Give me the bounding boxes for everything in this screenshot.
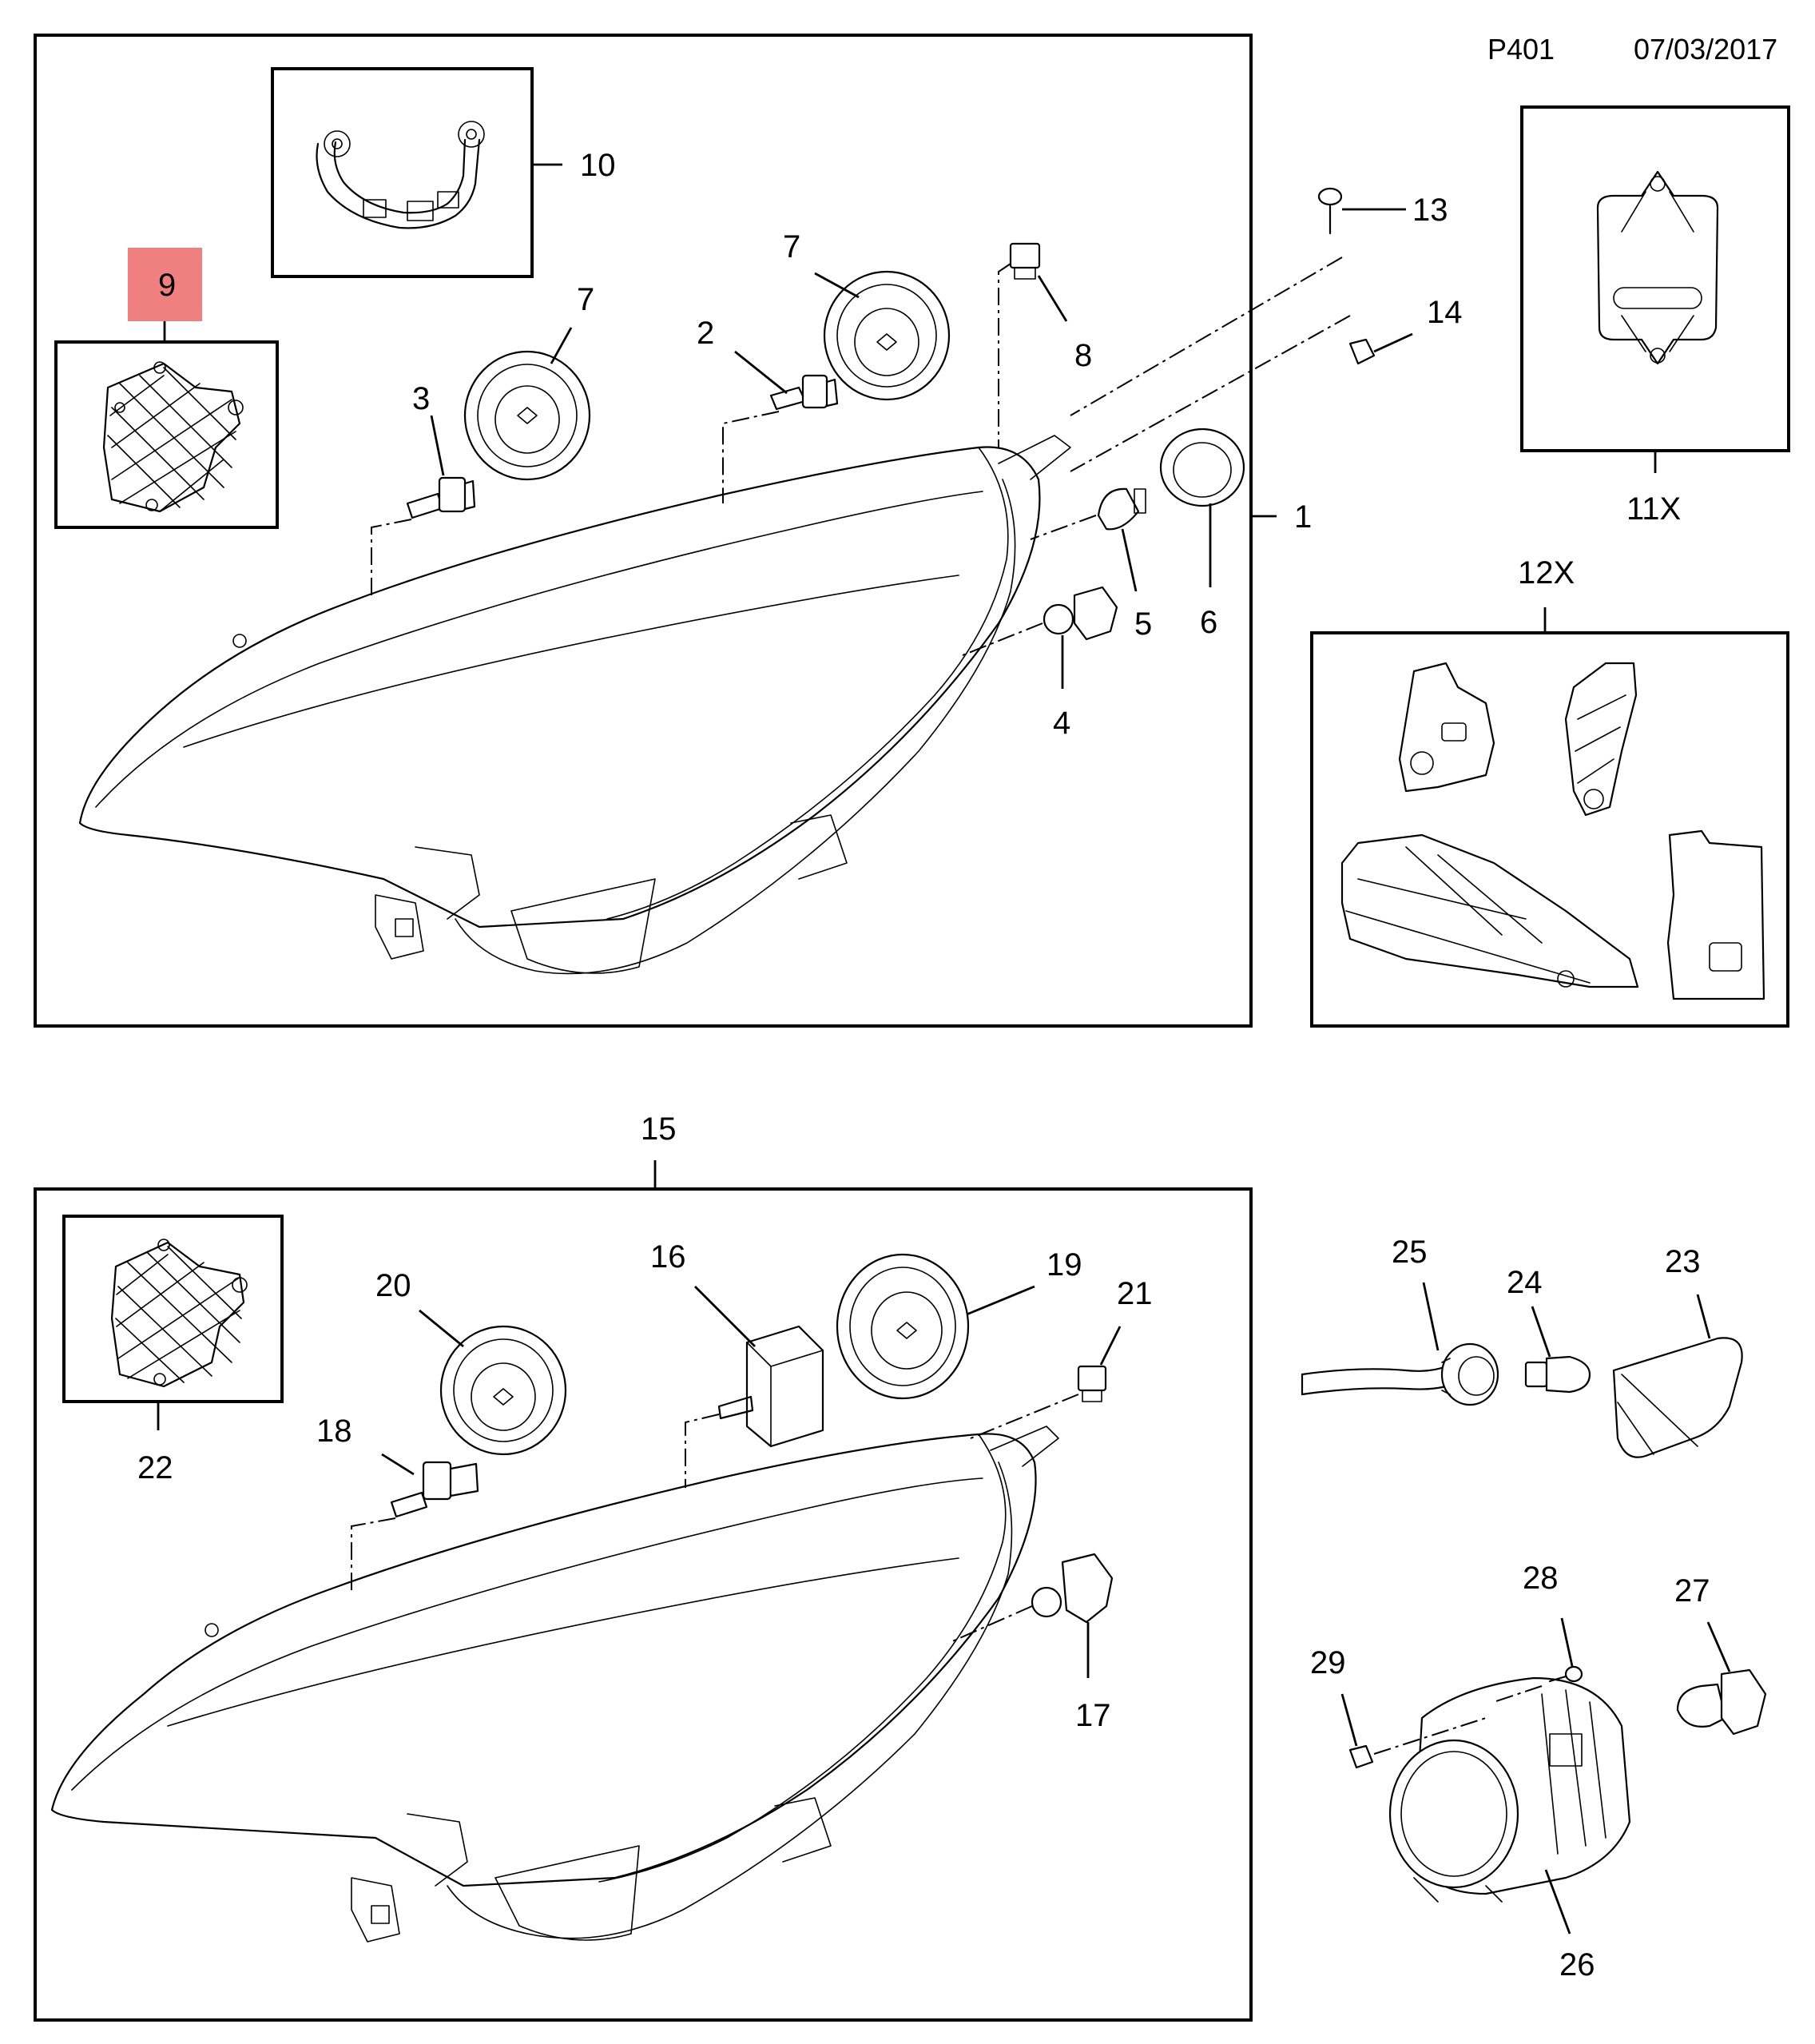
callout-29[interactable]: 29 [1310, 1645, 1346, 1680]
bulb-part-18 [390, 1461, 479, 1518]
inset-frame-10 [271, 67, 534, 278]
bulb-part-2 [769, 374, 839, 411]
callout-11x[interactable]: 11X [1626, 491, 1681, 527]
bulb-part-4 [1043, 586, 1118, 641]
clip-part-14 [1348, 338, 1376, 365]
dust-cover-part-20 [439, 1325, 567, 1456]
inset-frame-22 [62, 1215, 284, 1403]
side-marker-part-23 [1612, 1337, 1743, 1458]
callout-2[interactable]: 2 [697, 316, 714, 351]
callout-7a[interactable]: 7 [577, 282, 594, 317]
bracket-set-12x [1340, 662, 1765, 1000]
inset-frame-9 [54, 340, 279, 529]
callout-3[interactable]: 3 [412, 381, 430, 416]
headlamp-assembly-frame-15 [34, 1187, 1253, 2022]
wiring-harness-part [316, 121, 485, 229]
dust-cover-part-19 [836, 1253, 970, 1400]
cover-plate-part-9 [102, 361, 244, 513]
bulb-part-21 [1077, 1365, 1107, 1402]
callout-10[interactable]: 10 [580, 148, 616, 183]
screw-part-13 [1317, 187, 1343, 235]
callout-1[interactable]: 1 [1294, 499, 1312, 535]
screw-part-28 [1548, 1665, 1583, 1683]
callout-4[interactable]: 4 [1053, 706, 1070, 741]
headlamp-housing-upper [78, 435, 1071, 975]
callout-8[interactable]: 8 [1074, 338, 1092, 373]
callout-9[interactable]: 9 [158, 268, 176, 303]
callout-25[interactable]: 25 [1392, 1235, 1428, 1270]
page-code: P401 [1487, 33, 1555, 66]
callout-27[interactable]: 27 [1674, 1573, 1710, 1609]
callout-7b[interactable]: 7 [783, 229, 800, 264]
socket-cable-part-25 [1301, 1342, 1499, 1406]
inset-frame-12x [1310, 631, 1789, 1028]
diagram-date: 07/03/2017 [1634, 33, 1777, 66]
bulb-part-24 [1524, 1355, 1591, 1394]
cover-plate-part-22 [110, 1239, 248, 1388]
headlamp-housing-lower [50, 1426, 1059, 1943]
dust-cover-part-7b [823, 270, 951, 401]
callout-15[interactable]: 15 [641, 1111, 677, 1147]
highlight-box-9 [128, 248, 202, 321]
callout-6[interactable]: 6 [1200, 605, 1217, 640]
fog-lamp-part-26 [1388, 1676, 1631, 1903]
callout-28[interactable]: 28 [1523, 1561, 1559, 1596]
callout-19[interactable]: 19 [1047, 1247, 1082, 1282]
callout-18[interactable]: 18 [316, 1414, 352, 1449]
callout-14[interactable]: 14 [1427, 295, 1463, 330]
callout-24[interactable]: 24 [1507, 1265, 1543, 1300]
callout-16[interactable]: 16 [650, 1239, 686, 1275]
ballast-part-16 [717, 1325, 824, 1448]
headlamp-assembly-frame [34, 34, 1253, 1028]
dust-cover-part-7a [463, 350, 591, 481]
bulb-part-17 [1031, 1553, 1114, 1624]
callout-23[interactable]: 23 [1665, 1244, 1701, 1279]
callout-5[interactable]: 5 [1134, 606, 1152, 642]
callout-26[interactable]: 26 [1559, 1947, 1595, 1982]
callout-17[interactable]: 17 [1075, 1698, 1111, 1733]
cover-part-11x [1596, 170, 1719, 365]
bulb-part-5 [1097, 487, 1146, 531]
bulb-part-27 [1676, 1668, 1767, 1736]
bulb-part-3 [406, 476, 476, 519]
callout-13[interactable]: 13 [1412, 193, 1448, 228]
ring-part-6 [1159, 427, 1245, 507]
callout-21[interactable]: 21 [1117, 1276, 1153, 1311]
callout-12x[interactable]: 12X [1518, 555, 1575, 591]
bulb-part-8 [1009, 242, 1041, 280]
nut-part-29 [1348, 1744, 1374, 1769]
callout-20[interactable]: 20 [375, 1268, 411, 1303]
callout-22[interactable]: 22 [137, 1450, 173, 1485]
